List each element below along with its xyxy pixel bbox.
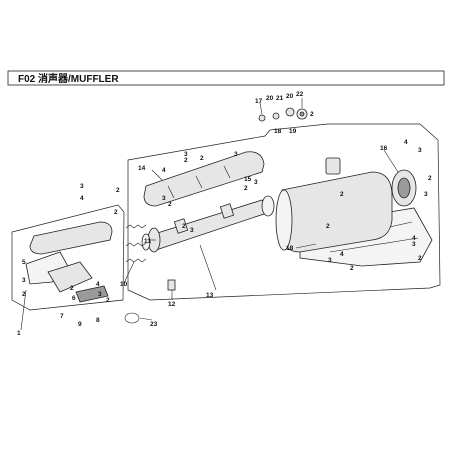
callout-2: 2 <box>350 265 354 272</box>
callout-6: 6 <box>72 295 76 302</box>
oxygen-sensor-part <box>167 279 176 291</box>
callout-18: 18 <box>286 245 294 252</box>
top-hardware-part <box>258 107 308 122</box>
callout-3: 3 <box>254 179 258 186</box>
callout-3: 3 <box>184 151 188 158</box>
muffler-body-part <box>275 157 393 253</box>
callout-2: 2 <box>106 297 110 304</box>
callout-17: 17 <box>255 98 263 105</box>
callout-20: 20 <box>266 95 274 102</box>
end-cap-part <box>391 169 417 207</box>
callout-4: 4 <box>162 167 166 174</box>
callout-2: 2 <box>184 157 188 164</box>
head-pipe-part <box>25 221 113 303</box>
callout-3: 3 <box>418 147 422 154</box>
callout-3: 3 <box>22 277 26 284</box>
callout-7: 7 <box>60 313 64 320</box>
callout-labels: 1 2 2 2 2 2 2 2 2 2 2 2 2 2 2 2 2 3 3 3 … <box>17 91 432 337</box>
callout-4: 4 <box>80 195 84 202</box>
callout-3: 3 <box>190 227 194 234</box>
callout-19: 19 <box>289 128 297 135</box>
main-group-outline <box>127 123 441 301</box>
callout-2: 2 <box>428 175 432 182</box>
callout-3: 3 <box>98 291 102 298</box>
callout-2: 2 <box>326 223 330 230</box>
callout-2: 2 <box>168 201 172 208</box>
callout-2: 2 <box>70 285 74 292</box>
callout-1: 1 <box>17 330 21 337</box>
callout-3: 3 <box>80 183 84 190</box>
exhaust-pipe-part <box>147 195 275 251</box>
callout-3: 3 <box>234 151 238 158</box>
callout-18: 18 <box>274 128 282 135</box>
callout-2: 2 <box>340 191 344 198</box>
callout-4: 4 <box>340 251 344 258</box>
callout-4: 4 <box>412 235 416 242</box>
spring-part <box>125 224 147 263</box>
callout-23: 23 <box>150 321 158 328</box>
callout-2: 2 <box>182 223 186 230</box>
callout-15: 15 <box>244 176 252 183</box>
callout-2: 2 <box>310 111 314 118</box>
callout-10: 10 <box>120 281 128 288</box>
left-group-outline <box>11 204 125 311</box>
callout-21: 21 <box>276 95 284 102</box>
callout-2: 2 <box>418 255 422 262</box>
callout-9: 9 <box>78 321 82 328</box>
callout-20: 20 <box>286 93 294 100</box>
callout-2: 2 <box>116 187 120 194</box>
callout-5: 5 <box>22 259 26 266</box>
callout-2: 2 <box>244 185 248 192</box>
callout-3: 3 <box>162 195 166 202</box>
callout-2: 2 <box>22 291 26 298</box>
leader-lines <box>20 98 399 331</box>
diagram-title: F02 消声器/MUFFLER <box>18 72 119 85</box>
callout-14: 14 <box>138 165 146 172</box>
callout-2: 2 <box>114 209 118 216</box>
callout-22: 22 <box>296 91 304 98</box>
callout-3: 3 <box>424 191 428 198</box>
pipe-heat-shield-part <box>143 151 265 207</box>
callout-3: 3 <box>412 241 416 248</box>
callout-4: 4 <box>96 281 100 288</box>
callout-8: 8 <box>96 317 100 324</box>
callout-2: 2 <box>200 155 204 162</box>
callout-12: 12 <box>168 301 176 308</box>
callout-4: 4 <box>404 139 408 146</box>
callout-16: 16 <box>380 145 388 152</box>
callout-3: 3 <box>328 257 332 264</box>
callout-13: 13 <box>206 292 214 299</box>
ring-gasket-part <box>124 312 140 324</box>
callout-11: 11 <box>144 238 151 245</box>
title-box: F02 消声器/MUFFLER <box>7 70 445 86</box>
